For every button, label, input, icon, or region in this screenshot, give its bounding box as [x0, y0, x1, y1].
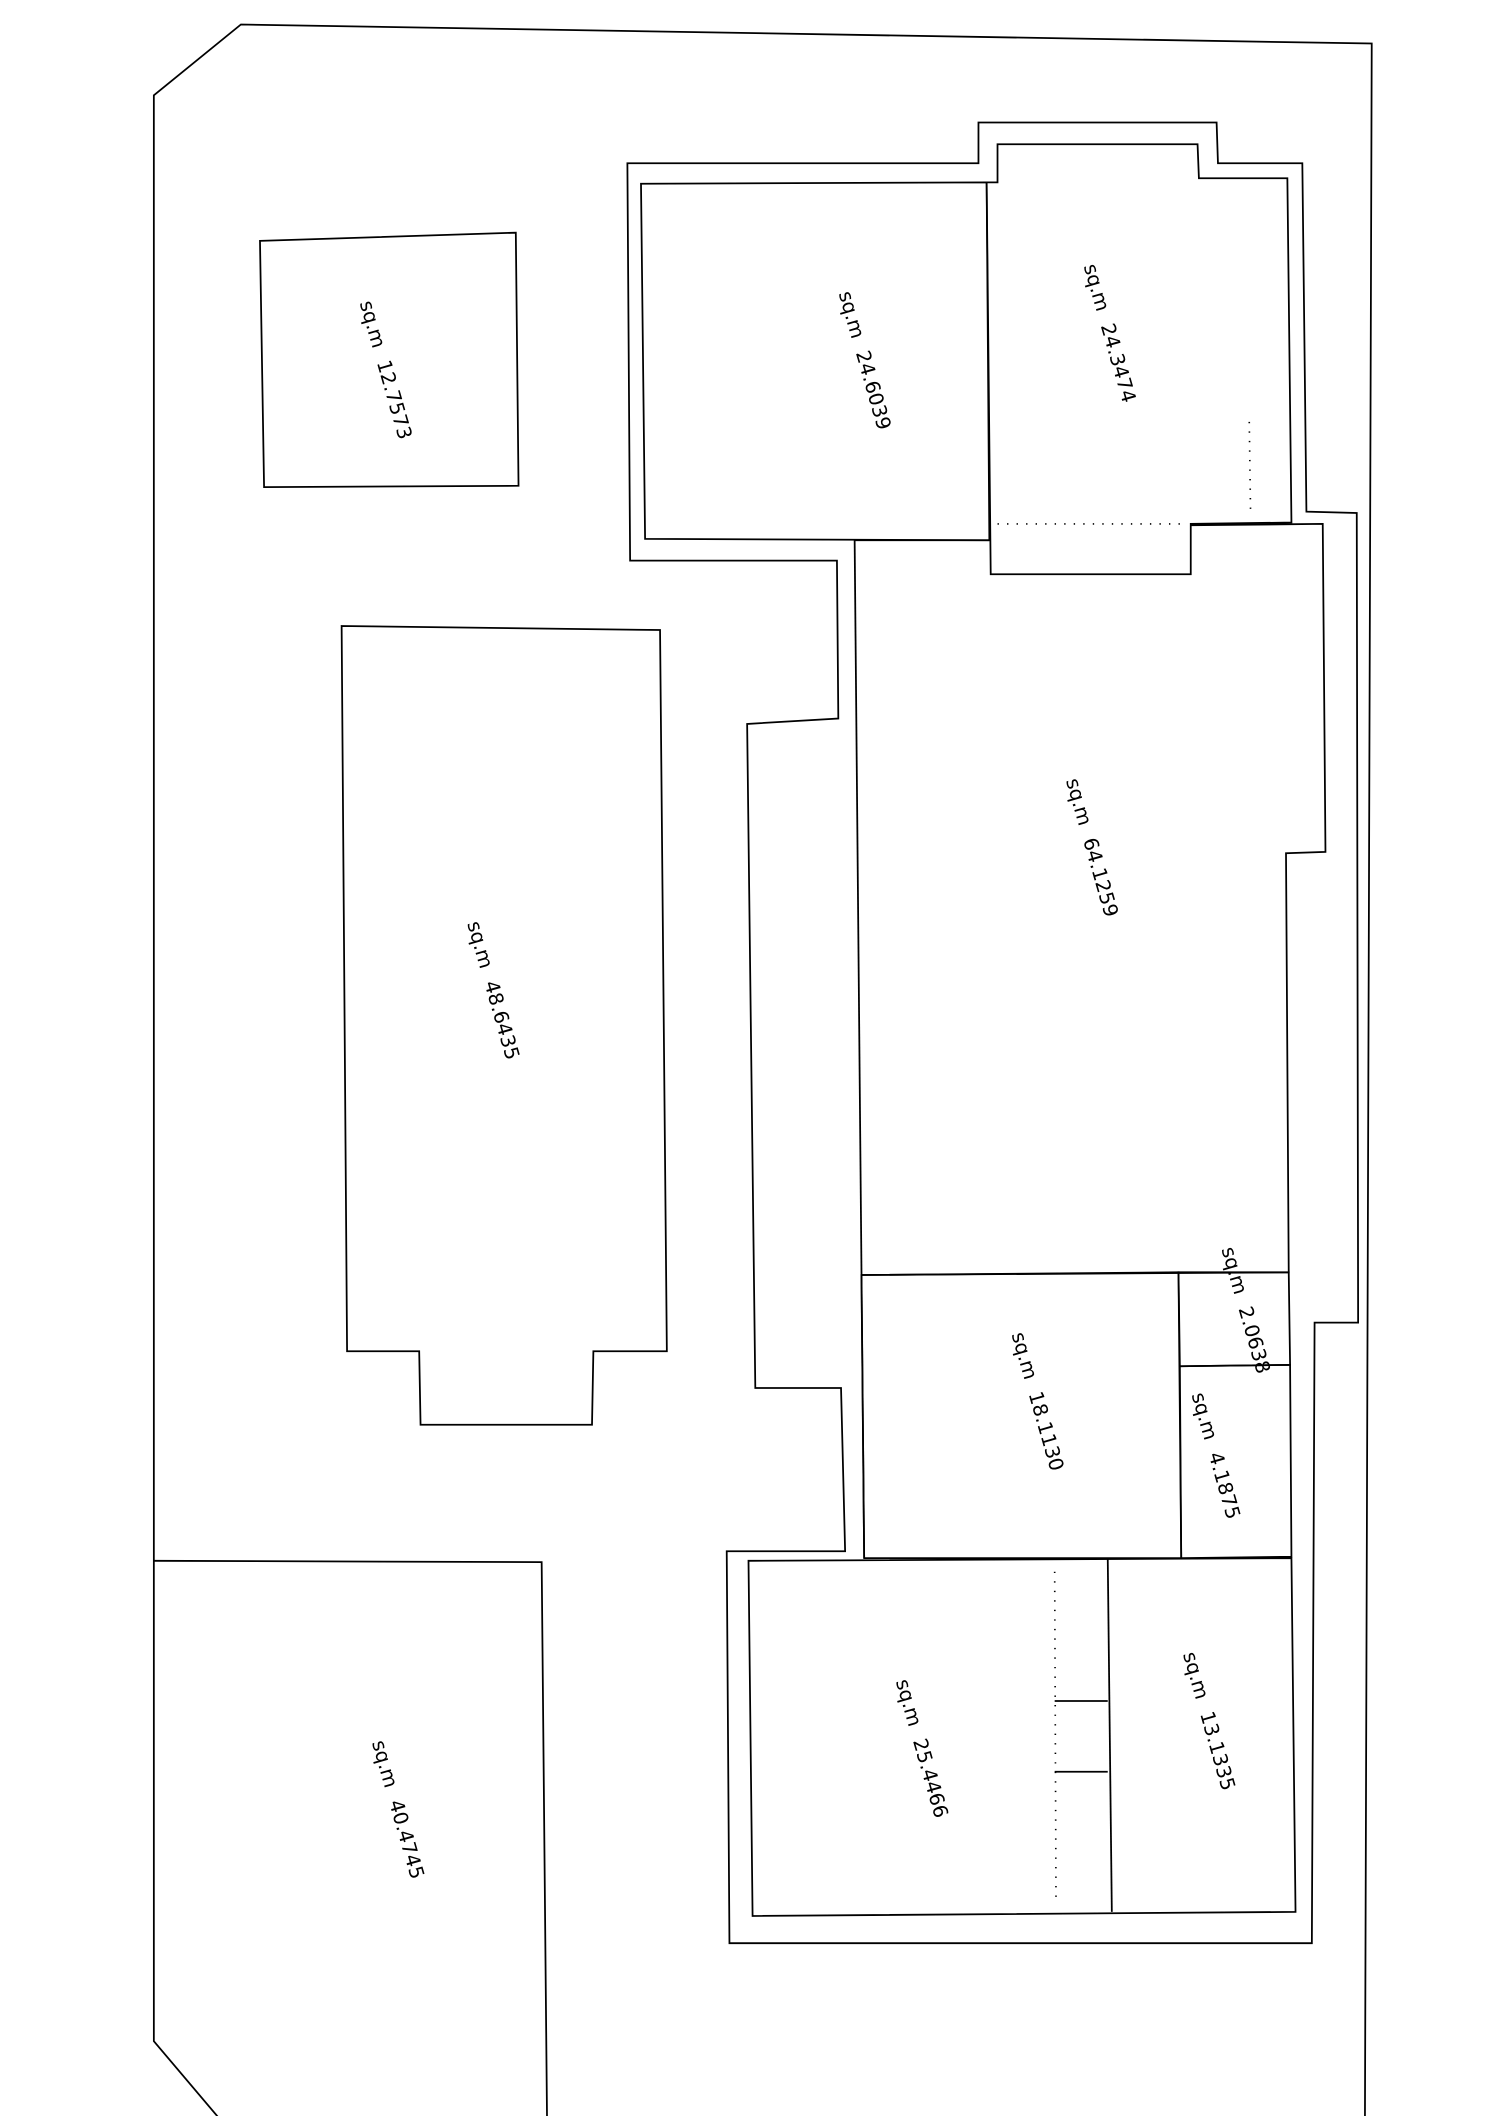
- site-boundary: [152, 23, 1373, 2116]
- room-12-7573: [259, 231, 520, 489]
- area-label: sq.m12.7573: [355, 298, 417, 442]
- dotted-line: [1053, 1571, 1057, 1906]
- area-label: sq.m2.0638: [1217, 1244, 1275, 1376]
- room-18-1130: [860, 1271, 1183, 1559]
- room-48-6435: [340, 625, 668, 1426]
- area-label: sq.m40.4745: [368, 1737, 430, 1881]
- bottom-rooms: [747, 1557, 1297, 1917]
- area-label: sq.m25.4466: [891, 1676, 953, 1820]
- area-label: sq.m24.6039: [834, 288, 896, 432]
- lot-40-boundary: [153, 1559, 548, 2116]
- area-label: sq.m48.6435: [463, 918, 525, 1062]
- room-24-3474: [985, 143, 1293, 576]
- area-label: sq.m18.1130: [1007, 1329, 1069, 1473]
- dotted-line: [1248, 421, 1252, 518]
- room-24-6039: [640, 181, 991, 542]
- area-label: sq.m13.1335: [1179, 1649, 1241, 1793]
- room-64-1259-outline: [861, 523, 1327, 1276]
- room-4-1875: [1178, 1363, 1293, 1559]
- area-label: sq.m4.1875: [1187, 1390, 1245, 1522]
- area-label: sq.m64.1259: [1062, 775, 1124, 919]
- area-label: sq.m24.3474: [1079, 261, 1141, 405]
- building-outer-wall: [626, 121, 1360, 1945]
- room-divider: [1106, 1558, 1113, 1912]
